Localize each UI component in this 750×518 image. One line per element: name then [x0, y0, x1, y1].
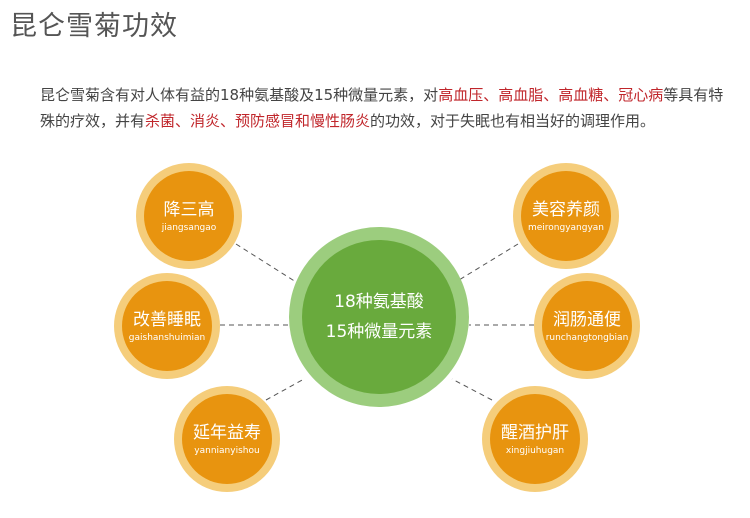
node-label: 润肠通便	[553, 309, 621, 330]
node-gaishanshuimian: 改善睡眠 gaishanshuimian	[114, 273, 220, 379]
node-jiangsangao: 降三高 jiangsangao	[136, 163, 242, 269]
node-core: 降三高 jiangsangao	[144, 171, 234, 261]
node-core: 延年益寿 yannianyishou	[182, 394, 272, 484]
page-title: 昆仑雪菊功效	[10, 11, 178, 42]
node-label: 延年益寿	[193, 422, 261, 443]
node-pinyin: xingjiuhugan	[505, 445, 565, 456]
node-core: 醒酒护肝 xingjiuhugan	[490, 394, 580, 484]
node-pinyin: runchangtongbian	[545, 332, 629, 343]
center-line-trace-elements: 15种微量元素	[325, 322, 433, 342]
node-runchangtongbian: 润肠通便 runchangtongbian	[534, 273, 640, 379]
connector-meirongyangyan	[458, 243, 519, 281]
node-pinyin: meirongyangyan	[527, 222, 605, 233]
intro-text-1: 昆仑雪菊含有对人体有益的18种氨基酸及15种微量元素，对	[40, 86, 439, 104]
connector-jiangsangao	[235, 243, 297, 283]
node-yannianyishou: 延年益寿 yannianyishou	[174, 386, 280, 492]
node-meirongyangyan: 美容养颜 meirongyangyan	[513, 163, 619, 269]
node-label: 醒酒护肝	[501, 422, 569, 443]
connector-yannianyishou	[265, 378, 305, 401]
node-pinyin: jiangsangao	[161, 222, 217, 233]
intro-text-2: 等具有特殊的疗效，并有	[40, 86, 724, 130]
node-label: 美容养颜	[532, 199, 600, 220]
node-pinyin: yannianyishou	[194, 445, 260, 456]
node-core: 改善睡眠 gaishanshuimian	[122, 281, 212, 371]
node-core: 美容养颜 meirongyangyan	[521, 171, 611, 261]
intro-highlight-1: 高血压、高血脂、高血糖、冠心病	[438, 86, 664, 104]
node-label: 降三高	[163, 199, 215, 220]
center-line-amino-acids: 18种氨基酸	[334, 292, 424, 312]
center-circle: 18种氨基酸 15种微量元素	[302, 240, 456, 394]
node-pinyin: gaishanshuimian	[128, 332, 206, 343]
intro-text-3: 的功效，对于失眠也有相当好的调理作用。	[370, 112, 656, 130]
node-xingjiuhugan: 醒酒护肝 xingjiuhugan	[482, 386, 588, 492]
intro-highlight-2: 杀菌、消炎、预防感冒和慢性肠炎	[145, 112, 371, 130]
connector-xingjiuhugan	[451, 378, 493, 401]
node-label: 改善睡眠	[133, 309, 201, 330]
intro-paragraph: 昆仑雪菊含有对人体有益的18种氨基酸及15种微量元素，对高血压、高血脂、高血糖、…	[40, 82, 730, 134]
node-core: 润肠通便 runchangtongbian	[542, 281, 632, 371]
